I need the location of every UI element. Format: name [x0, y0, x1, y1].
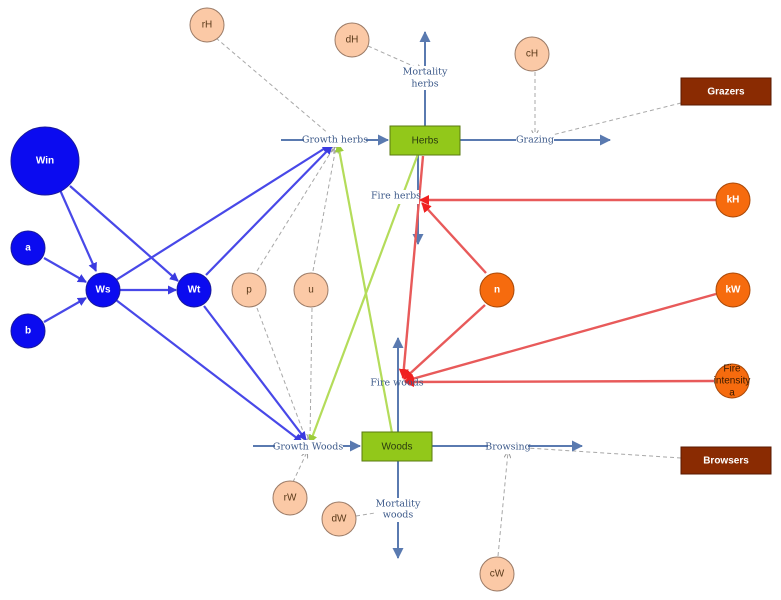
node-ws[interactable]: Ws — [85, 272, 121, 308]
flow-labels: Growth herbs Grazing Mortality herbs Fir… — [273, 66, 554, 522]
node-n[interactable]: n — [479, 272, 515, 308]
link-fire-intensity-fire-woods — [404, 376, 715, 387]
node-cw-label: cW — [490, 569, 505, 580]
link-p-growth-woods — [256, 307, 307, 442]
node-u-label: u — [308, 285, 314, 296]
node-p-label: p — [246, 285, 252, 296]
link-grazers-grazing — [539, 102, 682, 139]
label-grazing: Grazing — [516, 135, 554, 146]
node-fire-intensity[interactable]: Fire intensity a — [714, 363, 751, 399]
blue-links — [43, 144, 333, 443]
red-links — [398, 155, 717, 387]
node-kw-label: kW — [726, 285, 742, 296]
label-growth-woods: Growth Woods — [273, 442, 344, 453]
link-a-ws — [43, 257, 87, 283]
stock-boxes: Herbs Woods Grazers Browsers — [361, 77, 772, 475]
box-grazers-label: Grazers — [707, 87, 745, 98]
label-browsing: Browsing — [485, 442, 531, 453]
node-win[interactable]: Win — [10, 126, 80, 196]
box-grazers[interactable]: Grazers — [680, 77, 772, 106]
link-kw-fire-woods — [404, 292, 717, 384]
node-ch[interactable]: cH — [514, 36, 550, 72]
link-wt-growth-woods — [203, 305, 307, 441]
node-dw[interactable]: dW — [321, 501, 357, 537]
box-woods-label: Woods — [382, 442, 413, 453]
node-rw[interactable]: rW — [272, 480, 308, 516]
link-browsers-browsing — [511, 446, 682, 459]
label-mortality-woods-line1: Mortality — [376, 499, 421, 510]
link-u-growth-herbs — [312, 147, 336, 272]
node-ch-label: cH — [526, 49, 538, 60]
link-n-fire-woods — [403, 304, 486, 380]
label-fire-herbs: Fire herbs — [371, 191, 421, 202]
link-win-ws — [58, 189, 98, 272]
box-browsers[interactable]: Browsers — [680, 446, 772, 475]
dashed-links — [215, 37, 682, 557]
node-dw-label: dW — [332, 514, 348, 525]
label-fire-woods: Fire woods — [370, 378, 423, 389]
link-ws-growth-herbs — [115, 144, 331, 281]
link-wt-growth-herbs — [205, 145, 333, 276]
link-herbs-fire-woods — [398, 155, 425, 379]
node-dh[interactable]: dH — [334, 22, 370, 58]
label-mortality-herbs-line2: herbs — [411, 79, 438, 90]
box-browsers-label: Browsers — [703, 456, 749, 467]
node-cw[interactable]: cW — [479, 556, 515, 592]
node-n-label: n — [494, 285, 500, 296]
link-woods-growth-herbs — [335, 143, 394, 434]
orange-nodes: n kH kW Fire intensity a — [479, 182, 751, 399]
peach-nodes: rH dH cH p u rW dW cW — [189, 7, 550, 592]
node-a[interactable]: a — [10, 230, 46, 266]
box-woods[interactable]: Woods — [361, 431, 433, 462]
label-mortality-woods-line2: woods — [383, 510, 414, 521]
node-u[interactable]: u — [293, 272, 329, 308]
link-rw-growth-woods — [292, 452, 307, 483]
node-rh[interactable]: rH — [189, 7, 225, 43]
node-win-label: Win — [36, 156, 54, 167]
link-cw-browsing — [497, 452, 508, 557]
label-growth-herbs: Growth herbs — [302, 135, 368, 146]
label-mortality-herbs-line1: Mortality — [403, 67, 448, 78]
node-kw[interactable]: kW — [715, 272, 751, 308]
box-herbs-label: Herbs — [412, 136, 439, 147]
node-kh-label: kH — [727, 195, 740, 206]
node-fire-intensity-line2: intensity — [714, 376, 751, 387]
node-b-label: b — [25, 326, 31, 337]
link-n-fire-herbs — [421, 202, 487, 274]
node-wt[interactable]: Wt — [176, 272, 212, 308]
link-rh-growth-herbs — [215, 37, 336, 140]
node-a-label: a — [25, 243, 31, 254]
blue-nodes: Win a b Ws Wt — [10, 126, 212, 349]
node-ws-label: Ws — [96, 285, 111, 296]
node-p[interactable]: p — [231, 272, 267, 308]
link-ws-growth-woods — [115, 299, 303, 443]
node-kh[interactable]: kH — [715, 182, 751, 218]
box-herbs[interactable]: Herbs — [389, 125, 461, 156]
link-b-ws — [43, 297, 87, 323]
node-fire-intensity-line1: Fire — [723, 364, 741, 375]
link-win-wt — [69, 185, 179, 282]
node-fire-intensity-line3: a — [729, 388, 735, 399]
node-rh-label: rH — [202, 20, 213, 31]
node-rw-label: rW — [284, 493, 297, 504]
link-u-growth-woods — [310, 307, 312, 440]
node-wt-label: Wt — [188, 285, 201, 296]
node-b[interactable]: b — [10, 313, 46, 349]
node-dh-label: dH — [346, 35, 359, 46]
link-p-growth-herbs — [256, 147, 334, 272]
